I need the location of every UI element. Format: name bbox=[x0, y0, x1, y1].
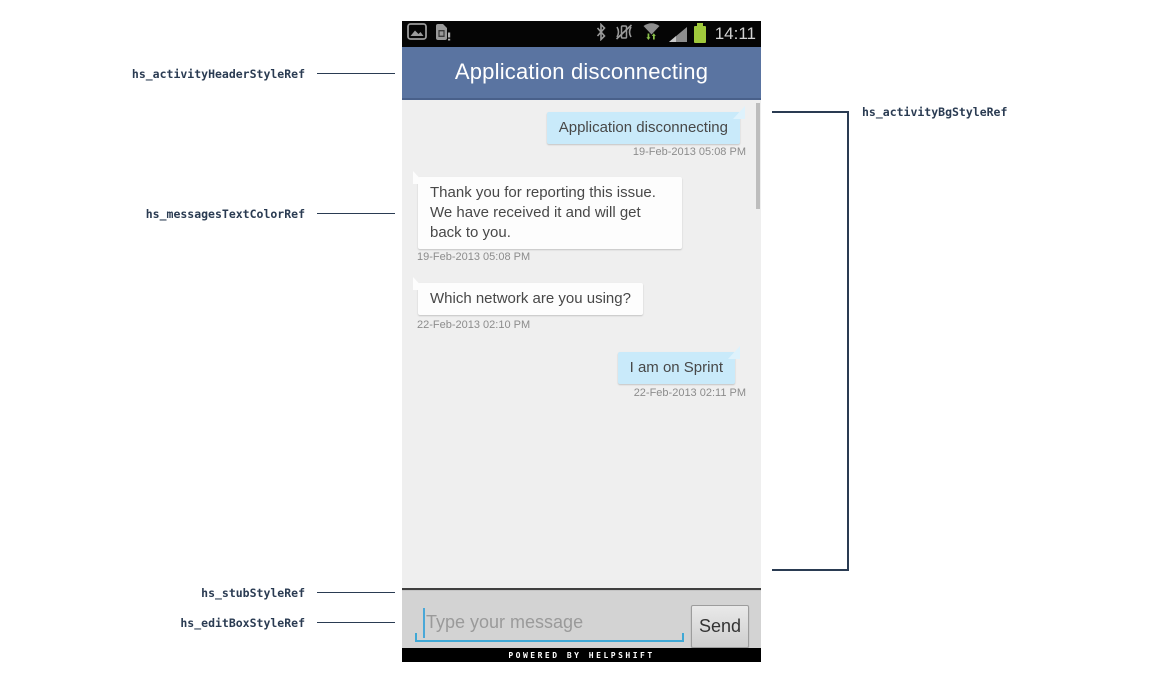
annotation-bracket-top bbox=[772, 111, 849, 113]
text-cursor bbox=[423, 608, 425, 638]
message-timestamp: 19-Feb-2013 05:08 PM bbox=[417, 251, 531, 263]
bubble-tail bbox=[413, 171, 425, 184]
composer-bar: Send bbox=[402, 588, 761, 648]
message-text: Application disconnecting bbox=[558, 119, 728, 136]
message-timestamp: 22-Feb-2013 02:11 PM bbox=[633, 387, 746, 399]
bluetooth-icon bbox=[595, 22, 607, 46]
message-text: Thank you for reporting this issue. We h… bbox=[430, 184, 656, 241]
annotation-line bbox=[317, 622, 395, 623]
message-bubble[interactable]: Thank you for reporting this issue. We h… bbox=[413, 171, 682, 249]
conversation-area[interactable]: Application disconnecting 19-Feb-2013 05… bbox=[402, 100, 761, 588]
signal-icon bbox=[668, 26, 687, 42]
bubble-tail bbox=[413, 277, 425, 290]
status-bar: 14:11 bbox=[402, 21, 761, 47]
message-text: I am on Sprint bbox=[629, 359, 723, 376]
status-time: 14:11 bbox=[714, 24, 756, 43]
annotation-activity-bg-style: hs_activityBgStyleRef bbox=[862, 105, 1008, 119]
message-bubble[interactable]: Which network are you using? bbox=[413, 277, 643, 315]
gallery-icon bbox=[407, 23, 427, 45]
message-input[interactable] bbox=[426, 604, 676, 640]
annotation-bracket-side bbox=[847, 111, 849, 571]
message-timestamp: 22-Feb-2013 02:10 PM bbox=[417, 319, 531, 331]
activity-title: Application disconnecting bbox=[454, 59, 709, 84]
vibrate-off-icon bbox=[614, 23, 634, 46]
phone-screenshot: 14:11 Application disconnecting Applicat… bbox=[402, 21, 761, 662]
bubble-tail bbox=[733, 106, 745, 119]
sim-warning-icon bbox=[434, 23, 451, 46]
annotation-edit-box-style: hs_editBoxStyleRef bbox=[180, 616, 305, 630]
message-text: Which network are you using? bbox=[430, 290, 631, 307]
bubble-tail bbox=[728, 346, 740, 359]
message-bubble[interactable]: Application disconnecting bbox=[546, 106, 745, 144]
send-button[interactable]: Send bbox=[691, 605, 749, 648]
powered-by-footer: POWERED BY HELPSHIFT bbox=[402, 648, 761, 662]
wifi-icon bbox=[641, 22, 662, 46]
annotation-activity-header-style: hs_activityHeaderStyleRef bbox=[131, 67, 305, 81]
activity-header: Application disconnecting bbox=[402, 47, 761, 100]
annotation-messages-text-color: hs_messagesTextColorRef bbox=[145, 207, 305, 221]
powered-by-text: POWERED BY HELPSHIFT bbox=[508, 650, 655, 660]
annotation-stub-style: hs_stubStyleRef bbox=[201, 586, 305, 600]
annotation-line bbox=[317, 73, 395, 74]
scrollbar[interactable] bbox=[756, 103, 760, 209]
message-timestamp: 19-Feb-2013 05:08 PM bbox=[632, 146, 746, 158]
annotation-bracket-bottom bbox=[772, 569, 849, 571]
message-edit-box[interactable] bbox=[415, 604, 684, 642]
annotation-line bbox=[317, 592, 395, 593]
message-bubble[interactable]: I am on Sprint bbox=[617, 346, 740, 384]
battery-icon bbox=[693, 22, 706, 43]
annotation-line bbox=[317, 213, 395, 214]
